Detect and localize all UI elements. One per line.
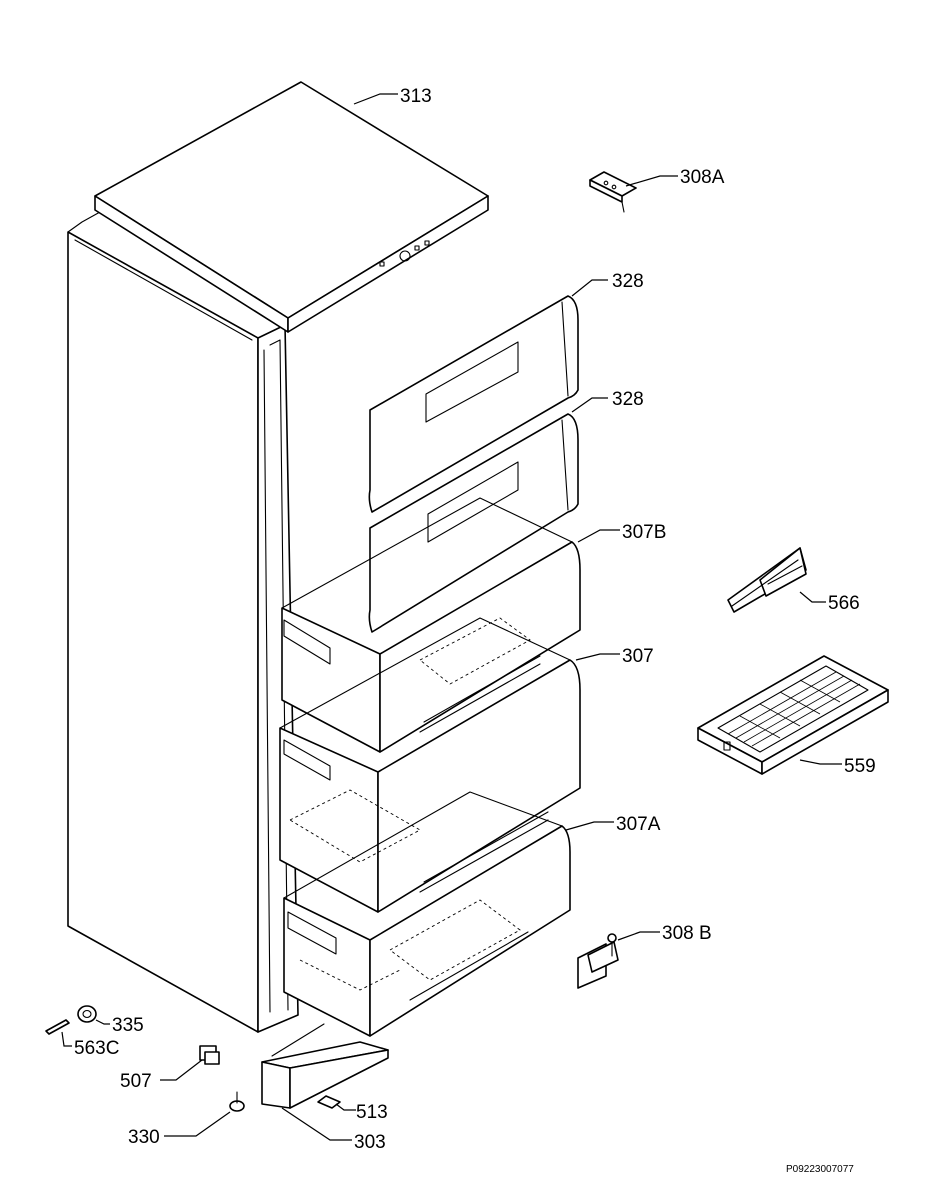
label-513: 513: [356, 1102, 388, 1123]
bracket-507: [199, 1045, 220, 1065]
part-566: [727, 547, 807, 613]
label-307a: 307A: [616, 814, 661, 835]
label-307: 307: [622, 646, 654, 667]
cap-335: [77, 1005, 97, 1023]
hinge-308b: [577, 933, 619, 989]
label-559: 559: [844, 756, 876, 777]
leader-lines: [61, 93, 842, 1141]
label-328-upper: 328: [612, 271, 644, 292]
flap-328-lower: [368, 413, 579, 633]
cabinet-body: [67, 211, 299, 1033]
ice-tray-559: [697, 655, 889, 775]
part-labels: 313 308A 328 328 307B 307 307A 566 559 3…: [74, 86, 876, 1175]
label-308b: 308 B: [662, 923, 712, 944]
label-308a: 308A: [680, 167, 725, 188]
foot-330: [229, 1091, 245, 1112]
label-335: 335: [112, 1015, 144, 1036]
drawer-307: [279, 617, 581, 913]
drawing-code: P09223007077: [786, 1164, 854, 1175]
top-cover-313: [94, 81, 489, 333]
drawer-307b: [281, 497, 581, 753]
label-328-lower: 328: [612, 389, 644, 410]
flap-328-upper: [368, 295, 579, 513]
pin-563c: [45, 1019, 70, 1035]
label-303: 303: [354, 1132, 386, 1153]
label-563c: 563C: [74, 1038, 119, 1059]
hinge-308a: [589, 171, 637, 213]
label-313: 313: [400, 86, 432, 107]
clip-513: [317, 1095, 341, 1109]
label-330: 330: [128, 1127, 160, 1148]
drawer-307a: [283, 791, 571, 1037]
plinth-303: [261, 1023, 389, 1109]
label-307b: 307B: [622, 522, 666, 543]
label-566: 566: [828, 593, 860, 614]
label-507: 507: [120, 1071, 152, 1092]
